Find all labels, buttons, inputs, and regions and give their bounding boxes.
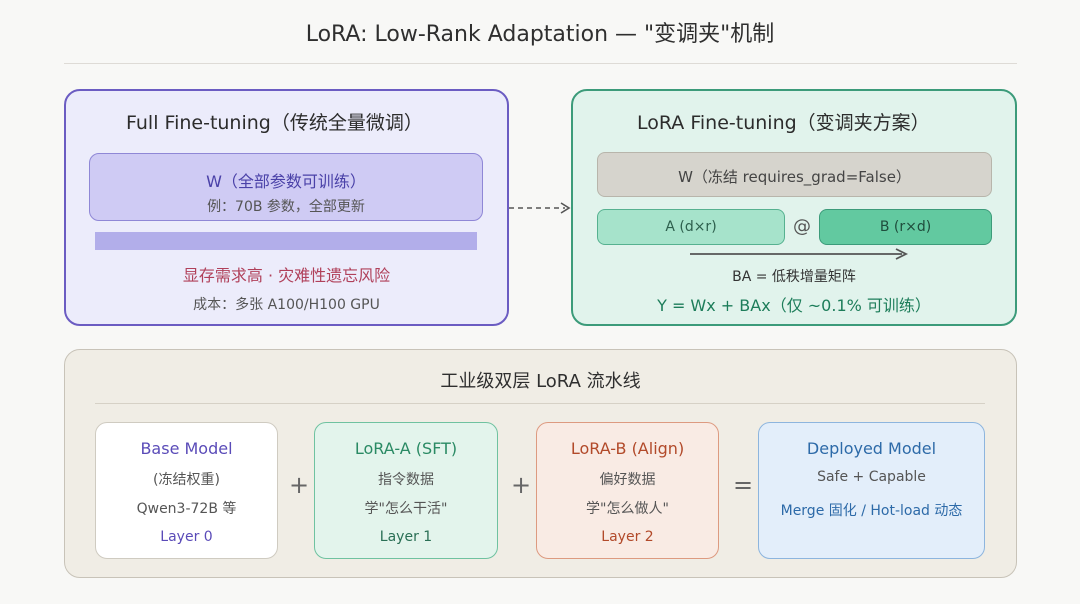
lora-finetune-panel xyxy=(571,89,1017,326)
lora-a-line2: 学"怎么干活" xyxy=(364,501,448,517)
full-weight-box xyxy=(89,153,483,221)
matrix-b-label: B (r×d) xyxy=(879,219,932,235)
base-model-line2: Qwen3-72B 等 xyxy=(136,501,237,517)
product-arrow xyxy=(690,248,909,260)
equals-operator: = xyxy=(732,471,754,499)
deployed-model-card xyxy=(758,422,985,559)
frozen-weight-box xyxy=(597,152,992,197)
base-model-layer: Layer 0 xyxy=(160,529,213,545)
base-model-line1: (冻结权重) xyxy=(153,472,220,488)
lora-b-title: LoRA-B (Align) xyxy=(570,439,685,458)
lora-b-layer: Layer 2 xyxy=(601,529,654,545)
matrix-a-box xyxy=(597,209,785,245)
lora-finetune-title: LoRA Fine-tuning（变调夹方案） xyxy=(637,112,930,134)
matrix-b-box xyxy=(819,209,992,245)
memory-risk-text: 显存需求高 · 灾难性遗忘风险 xyxy=(182,266,391,285)
full-weight-example: 例：70B 参数，全部更新 xyxy=(207,199,365,215)
base-model-card xyxy=(95,422,278,559)
deployed-model-title: Deployed Model xyxy=(806,439,937,458)
lora-a-title: LoRA-A (SFT) xyxy=(354,439,458,458)
full-finetune-title: Full Fine-tuning（传统全量微调） xyxy=(126,112,423,134)
matmul-operator: @ xyxy=(793,216,811,237)
deployed-model-line2: Merge 固化 / Hot-load 动态 xyxy=(780,503,963,519)
cost-text: 成本：多张 A100/H100 GPU xyxy=(193,297,380,313)
lora-a-layer: Layer 1 xyxy=(379,529,433,545)
pipeline-divider xyxy=(95,403,985,404)
diagram-title: LoRA: Low-Rank Adaptation — "变调夹"机制 xyxy=(305,22,775,47)
frozen-weight-label: W（冻结 requires_grad=False） xyxy=(678,168,911,186)
pipeline-title: 工业级双层 LoRA 流水线 xyxy=(440,371,641,392)
plus-operator: + xyxy=(288,471,310,499)
gradient-bar xyxy=(95,232,477,250)
lora-b-card xyxy=(536,422,719,559)
transition-arrow xyxy=(509,202,571,214)
base-model-title: Base Model xyxy=(140,439,233,458)
lora-a-card xyxy=(314,422,498,559)
lora-b-line1: 偏好数据 xyxy=(599,472,656,488)
matrix-a-label: A (d×r) xyxy=(665,219,717,235)
plus-operator: + xyxy=(510,471,532,499)
title-divider xyxy=(64,63,1017,64)
lora-a-line1: 指令数据 xyxy=(378,472,434,488)
deployed-model-line1: Safe + Capable xyxy=(817,469,926,485)
lora-b-line2: 学"怎么做人" xyxy=(586,501,669,517)
full-weight-label: W（全部参数可训练） xyxy=(206,172,366,191)
lora-formula: Y = Wx + BAx（仅 ~0.1% 可训练） xyxy=(657,296,931,315)
ba-label: BA = 低秩增量矩阵 xyxy=(732,269,856,285)
